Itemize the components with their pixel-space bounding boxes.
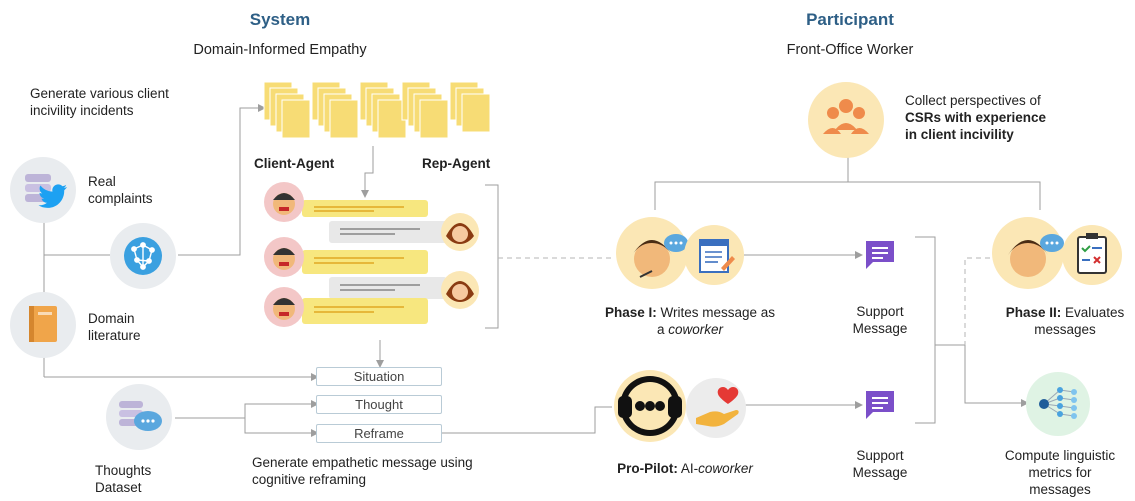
chat-message-icon [863, 238, 897, 272]
propilot-label: Pro-Pilot: AI-coworker [600, 460, 770, 477]
writing-icon [690, 232, 740, 282]
phase2-text: Evaluates messages [1034, 305, 1125, 337]
checklist-icon [990, 215, 1130, 295]
system-heading: System [249, 10, 311, 29]
document-stack-icon [262, 80, 497, 150]
phase1-italic: coworker [668, 322, 724, 337]
chat-message-icon-2 [863, 388, 897, 422]
phase1-bold: Phase I: [604, 305, 657, 320]
book-icon [10, 292, 76, 358]
compute-metrics-label: Compute linguistic metrics for messages [1004, 448, 1116, 497]
generate-incidents-label: Generate various client incivility incid… [30, 86, 169, 118]
phase2-bold: Phase II: [1005, 305, 1062, 320]
reframe-box: Reframe [316, 424, 442, 443]
system-subheading: Domain-Informed Empathy [193, 42, 367, 58]
phase2-label: Phase II: Evaluates messages [995, 304, 1135, 338]
situation-box: Situation [316, 367, 442, 386]
phase1-label: Phase I: Writes message as a coworker [600, 304, 780, 338]
rep-agent-label: Rep-Agent [422, 156, 491, 171]
participant-heading: Participant [806, 10, 894, 29]
rep-agent-icon [440, 213, 441, 214]
heart-hand-icon [688, 378, 748, 438]
twitter-icon [38, 183, 68, 209]
support-message-2-label: Support Message [852, 448, 908, 480]
generate-message-label: Generate empathetic message using cognit… [252, 455, 473, 487]
database-icon [10, 157, 76, 223]
phase1-text: Writes message as a [656, 305, 776, 337]
propilot-bold: Pro-Pilot: [617, 461, 678, 476]
real-complaints-label: Real complaints [88, 174, 153, 206]
propilot-italic: coworker [698, 461, 753, 476]
client-agent-label: Client-Agent [254, 156, 335, 171]
participant-subheading: Front-Office Worker [786, 42, 914, 58]
cloud-thought-icon [106, 384, 172, 450]
agent-conversation [262, 180, 487, 340]
thought-box: Thought [316, 395, 442, 414]
brain-network-icon [110, 223, 176, 289]
support-message-1-label: Support Message [852, 304, 908, 336]
collect-bold: CSRs with experience in client incivilit… [905, 110, 1047, 142]
propilot-text: AI- [680, 461, 699, 476]
angry-client-icon [262, 180, 263, 181]
group-people-icon [808, 82, 884, 158]
collect-perspectives-label: Collect perspectives of CSRs with experi… [905, 92, 1135, 143]
domain-literature-label: Domain literature [88, 311, 141, 343]
network-graph-icon [1026, 372, 1090, 436]
thoughts-dataset-label: Thoughts Dataset [95, 463, 152, 495]
collect-prefix: Collect perspectives of [905, 93, 1041, 108]
